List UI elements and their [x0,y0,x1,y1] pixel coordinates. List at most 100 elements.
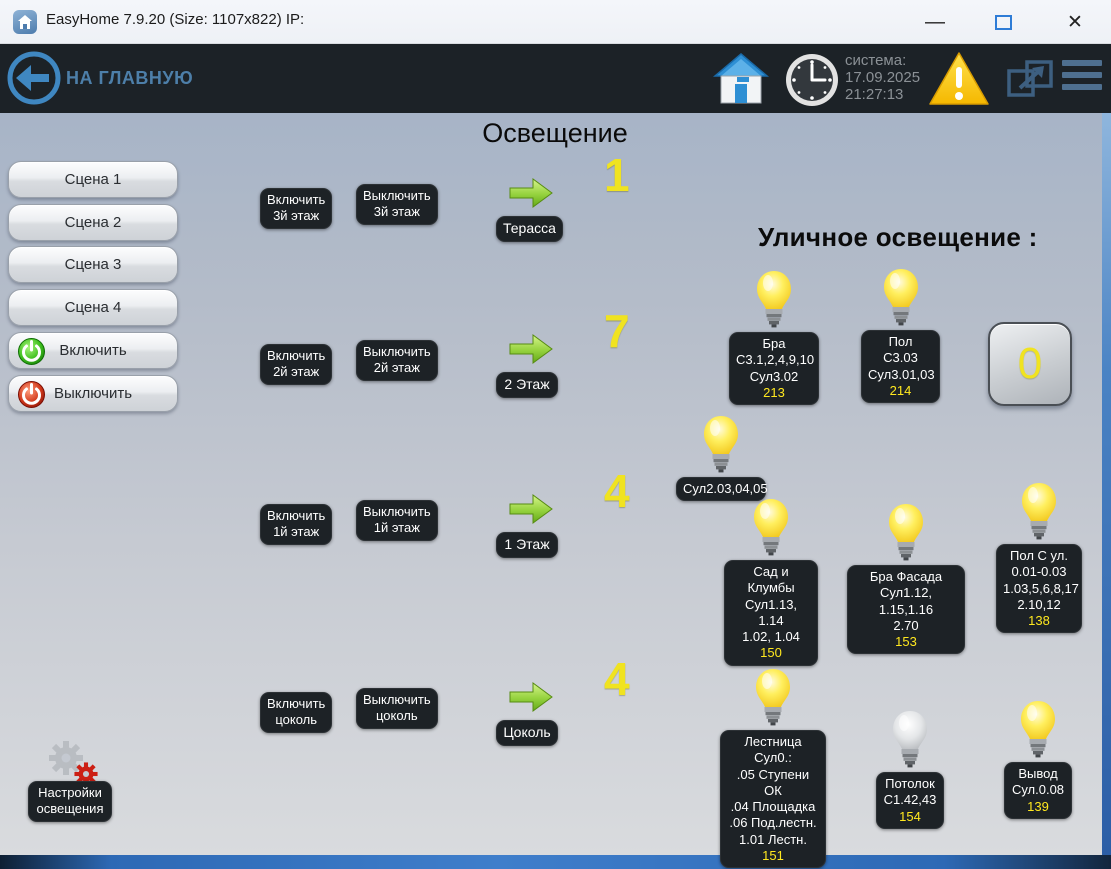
system-label: система: [845,52,907,69]
light-label-box[interactable]: Потолок С1.42,43 154 [876,772,944,829]
minimize-button[interactable]: — [925,10,945,33]
street-count-button[interactable]: 0 [988,322,1072,406]
light-label: Вывод Сул.0.08 [1011,766,1065,798]
master-off-label: Выключить [53,385,133,402]
light-value: 213 [763,384,785,400]
back-label: НА ГЛАВНУЮ [66,68,194,88]
light-value: 138 [1028,613,1050,628]
system-date: 17.09.2025 [845,69,921,86]
arrow-right-icon[interactable] [508,332,554,366]
light-value: 154 [899,808,921,824]
hamburger-icon [1062,60,1102,66]
zone-label-floor1[interactable]: 1 Этаж [496,532,558,558]
lightbulb-on-icon[interactable] [752,268,796,328]
scene-1-button[interactable]: Сцена 1 [8,161,178,198]
back-button[interactable] [5,49,63,107]
lightbulb-on-icon[interactable] [1017,480,1061,540]
warning-triangle-icon [929,52,989,105]
light-item-sul2: Сул2.03,04,05 [676,413,768,502]
external-window-icon [1007,60,1053,97]
close-button[interactable]: ✕ [1067,11,1083,33]
light-label: Бра С3.1,2,4,9,10 Сул3.02 [736,336,815,384]
basement-on-button[interactable]: Включить цоколь [260,692,333,733]
light-label-box[interactable]: Пол С ул. 0.01-0.03 1.03,5,6,8,17 2.10,1… [996,544,1082,634]
light-item-output: Вывод Сул.0.08 139 [1004,698,1072,819]
scene-2-button[interactable]: Сцена 2 [8,204,178,241]
arrow-right-icon[interactable] [508,680,554,714]
settings-gears-icon[interactable] [42,740,102,788]
floor-row-1: Включить 1й этаж Выключить 1й этаж 4 1 Э… [258,468,668,582]
home-button[interactable] [712,50,770,113]
light-label: Бра Фасада Сул1.12, 1.15,1.16 2.70 [869,569,943,633]
light-item-garden: Сад и Клумбы Сул1.13, 1.14 1.02, 1.04 15… [724,496,818,666]
page-title: Освещение [482,118,628,148]
zone-label-terrace[interactable]: Терасса [496,216,563,242]
light-item-bra-3: Бра С3.1,2,4,9,10 Сул3.02 213 [729,268,819,405]
floor1-off-button[interactable]: Выключить 1й этаж [356,500,438,541]
lightbulb-on-icon[interactable] [751,666,795,726]
floor-count: 4 [604,653,630,705]
scene-4-button[interactable]: Сцена 4 [8,289,178,326]
lightbulb-on-icon[interactable] [699,413,743,473]
light-value: 153 [895,634,917,649]
lightbulb-on-icon[interactable] [884,501,928,561]
floor-count: 7 [604,305,630,357]
maximize-button[interactable] [980,0,1026,44]
menu-button[interactable] [1062,60,1102,90]
bottom-edge-strip [0,855,1111,869]
light-label-box[interactable]: Бра С3.1,2,4,9,10 Сул3.02 213 [729,332,819,405]
window-title: EasyHome 7.9.20 (Size: 1107x822) IP: [46,11,305,28]
master-off-button[interactable]: Выключить [8,375,178,412]
light-label: Сул2.03,04,05 [683,481,768,496]
lightbulb-on-icon[interactable] [749,496,793,556]
app-icon [13,10,37,34]
basement-off-button[interactable]: Выключить цоколь [356,688,438,729]
light-item-ceiling: Потолок С1.42,43 154 [876,708,944,829]
zone-label-basement[interactable]: Цоколь [496,720,558,746]
zone-label-floor2[interactable]: 2 Этаж [496,372,558,398]
power-off-icon [18,381,45,408]
light-label: Пол С ул. 0.01-0.03 1.03,5,6,8,17 2.10,1… [1003,548,1079,612]
light-item-facade: Бра Фасада Сул1.12, 1.15,1.16 2.70 153 [847,501,965,655]
street-lighting-heading: Уличное освещение : [758,222,1038,252]
light-item-stairs: Лестница Сул0.: .05 Ступени ОК .04 Площа… [720,666,826,868]
light-label: Пол С3.03 Сул3.01,03 [868,334,935,382]
clock-icon [784,52,840,113]
arrow-right-icon[interactable] [508,492,554,526]
right-edge-strip [1102,113,1111,855]
floor2-on-button[interactable]: Включить 2й этаж [260,344,333,385]
light-label-box[interactable]: Сул2.03,04,05 [676,477,768,502]
light-value: 214 [889,382,912,398]
home-icon [712,53,770,104]
light-label-box[interactable]: Пол С3.03 Сул3.01,03 214 [861,330,940,403]
light-label-box[interactable]: Вывод Сул.0.08 139 [1004,762,1072,819]
lighting-settings-button[interactable]: Настройки освещения [28,781,112,822]
scene-3-button[interactable]: Сцена 3 [8,246,178,283]
floor-row-basement: Включить цоколь Выключить цоколь 4 Цокол… [258,653,668,770]
hamburger-icon [1062,72,1102,78]
light-label-box[interactable]: Сад и Клумбы Сул1.13, 1.14 1.02, 1.04 15… [724,560,818,666]
system-time-block: система: 17.09.2025 21:27:13 [845,52,920,103]
arrow-left-icon [7,51,61,105]
window-titlebar: EasyHome 7.9.20 (Size: 1107x822) IP: — ✕ [0,0,1111,44]
floor1-on-button[interactable]: Включить 1й этаж [260,504,333,545]
lightbulb-off-icon[interactable] [888,708,932,768]
light-label: Лестница Сул0.: .05 Ступени ОК .04 Площа… [729,734,817,847]
light-label-box[interactable]: Лестница Сул0.: .05 Ступени ОК .04 Площа… [720,730,826,868]
lightbulb-on-icon[interactable] [879,266,923,326]
floor2-off-button[interactable]: Выключить 2й этаж [356,340,438,381]
floor3-off-button[interactable]: Выключить 3й этаж [356,184,438,225]
light-label-box[interactable]: Бра Фасада Сул1.12, 1.15,1.16 2.70 153 [847,565,965,655]
lightbulb-on-icon[interactable] [1016,698,1060,758]
warning-button[interactable] [928,50,990,113]
expand-button[interactable] [1006,58,1054,105]
arrow-right-icon[interactable] [508,176,554,210]
master-on-button[interactable]: Включить [8,332,178,369]
floor3-on-button[interactable]: Включить 3й этаж [260,188,333,229]
light-label: Потолок С1.42,43 [883,776,937,808]
light-value: 150 [760,645,782,661]
light-item-pol-3: Пол С3.03 Сул3.01,03 214 [861,266,940,403]
floor-row-terrace: Включить 3й этаж Выключить 3й этаж 1 Тер… [258,152,668,266]
master-on-label: Включить [59,342,127,359]
